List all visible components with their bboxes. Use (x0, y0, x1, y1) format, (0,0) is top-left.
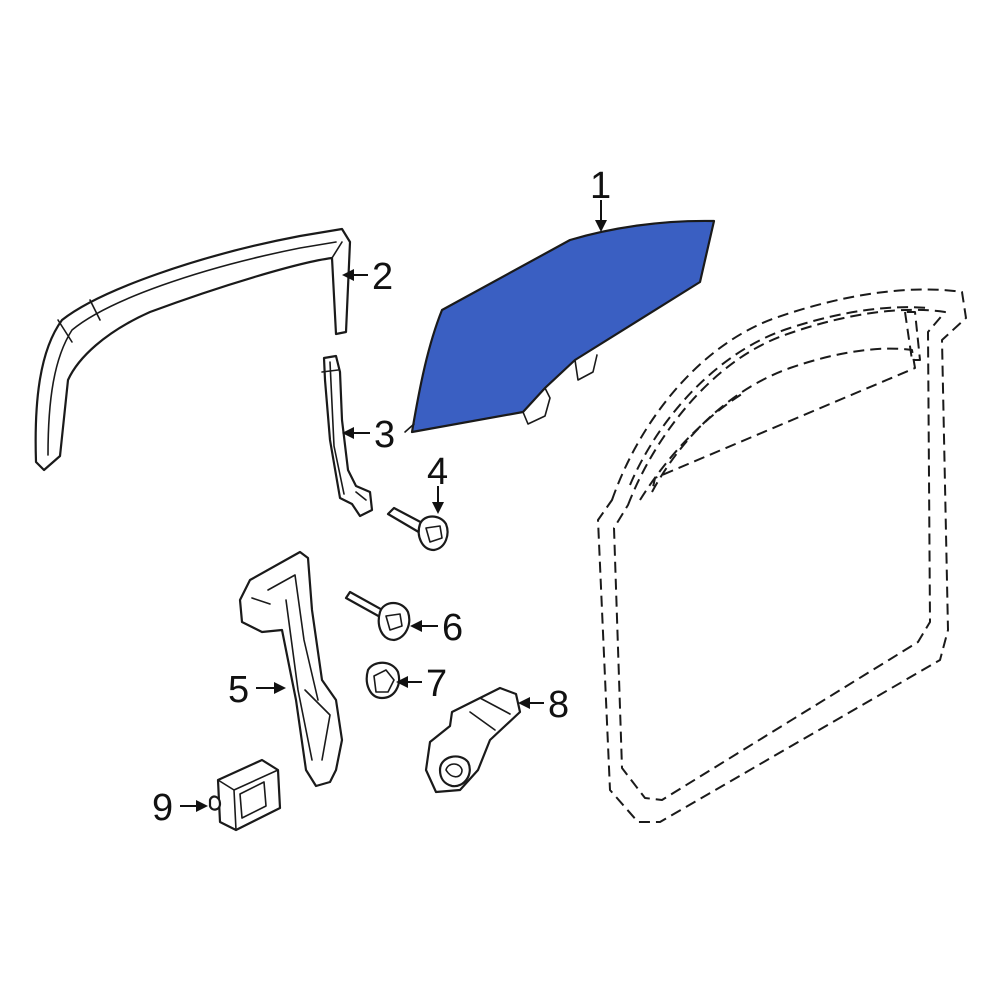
door-shell-outline (597, 288, 967, 823)
callout-2: 2 (372, 256, 393, 298)
run-channel-upper[interactable] (34, 227, 352, 472)
door-glass[interactable] (404, 219, 716, 434)
callout-9: 9 (152, 787, 173, 829)
callout-5: 5 (228, 669, 249, 711)
callout-3: 3 (374, 414, 395, 456)
callout-4: 4 (427, 451, 448, 493)
callout-6: 6 (442, 607, 463, 649)
callout-7: 7 (426, 663, 447, 705)
regulator-nut[interactable] (365, 661, 401, 700)
glass-bolt[interactable] (386, 506, 449, 552)
window-motor[interactable] (424, 686, 522, 794)
callout-1: 1 (590, 165, 611, 207)
window-regulator[interactable] (238, 550, 344, 788)
rear-run-channel[interactable] (321, 354, 374, 518)
door-glass-panel[interactable] (410, 219, 716, 434)
regulator-bolt[interactable] (344, 590, 411, 642)
leader-lines (180, 200, 607, 812)
callout-labels: 1 2 3 4 5 6 7 8 9 (152, 165, 611, 829)
control-module[interactable] (208, 758, 282, 832)
callout-8: 8 (548, 684, 569, 726)
